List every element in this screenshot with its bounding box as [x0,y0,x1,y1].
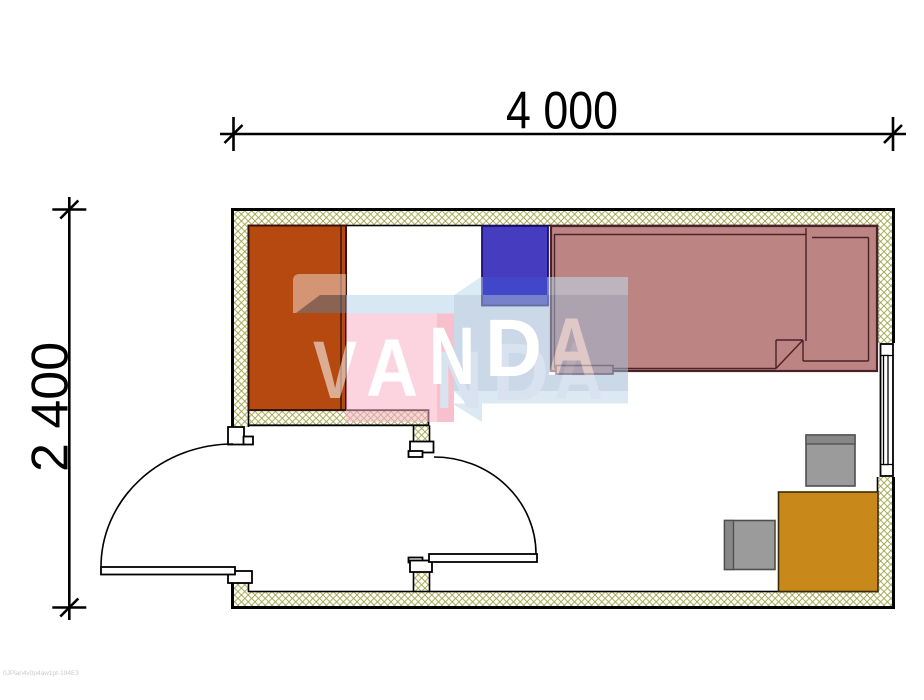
svg-text:V: V [313,325,357,416]
svg-text:N: N [436,335,482,426]
svg-text:2 400: 2 400 [22,342,80,472]
svg-text:D: D [485,303,542,394]
svg-text:4 000: 4 000 [506,82,618,141]
svg-text:D: D [492,327,549,418]
svg-text:0JPlan4v0p4aw1pt-194E3: 0JPlan4v0p4aw1pt-194E3 [3,670,79,677]
svg-text:A: A [366,323,418,414]
svg-text:A: A [547,302,596,393]
svg-text:A: A [554,326,603,417]
svg-text:N: N [429,311,475,402]
